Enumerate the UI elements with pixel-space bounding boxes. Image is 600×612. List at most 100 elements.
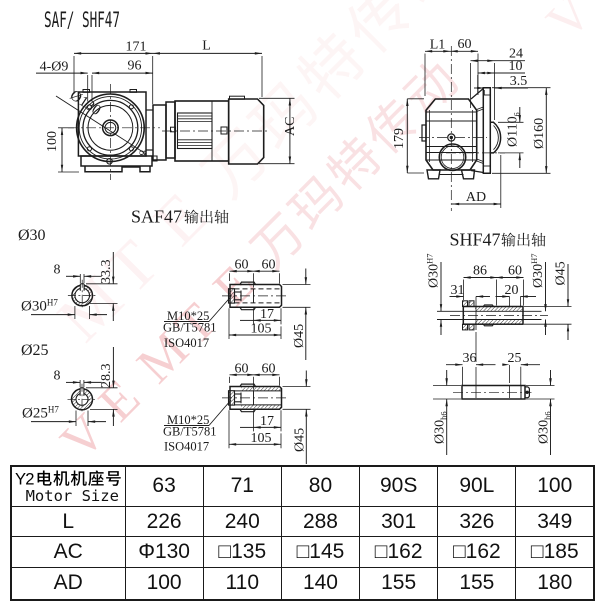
dim-arrowhead (439, 304, 443, 312)
drawing-polyline (482, 304, 494, 307)
saf-shaft-30 (222, 281, 288, 311)
dim-8-rotated: 8 (137, 150, 149, 156)
saf-note-25: M10*25 GB/T5781 ISO4017 (163, 399, 232, 454)
drawing-rect (82, 89, 90, 93)
dim-arrowhead (112, 409, 115, 417)
dim-arrowhead (288, 98, 292, 106)
section-hatch (241, 404, 282, 409)
table-row-AD: AD 100 110 140 155 155 180 (10, 566, 595, 601)
saf-shaft-25 (222, 383, 288, 413)
front-view-dims: 171 L 4-Ø9 96 Ø130 100 AC (36, 39, 298, 173)
dim-arrowhead (520, 363, 528, 366)
dim-arrowhead (67, 313, 75, 316)
dim-arrowhead (476, 295, 484, 298)
dim-arrowhead (73, 275, 81, 278)
dim-arrowhead (305, 379, 308, 387)
dim-28p3: 28.3 (99, 364, 114, 389)
dim-arrowhead (247, 269, 255, 273)
dim-60: 60 (458, 37, 472, 52)
dim-arrowhead (68, 420, 76, 423)
note-m10: M10*25 (167, 309, 209, 323)
motor-size-value: 100 (515, 465, 595, 507)
section-hatch (462, 300, 468, 307)
saf-title-latin: SAF47 (131, 207, 182, 227)
table-value: 349 (515, 505, 595, 538)
motor-size-value: 80 (280, 465, 361, 507)
dim-arrowhead (247, 373, 255, 377)
table-value: □185 (515, 536, 595, 568)
shf-title-latin: SHF47 (450, 230, 501, 250)
shf-shaft-dims: 36 25 Ø30h6 Ø30h6 (433, 351, 555, 455)
dim-arrowhead (254, 52, 262, 55)
dim-171: 171 (126, 40, 147, 55)
dim-3p5: 3.5 (510, 74, 528, 89)
page-title: SAF/ SHF47 (44, 8, 120, 32)
dim-key8-30: 8 (54, 263, 61, 278)
dim-L: L (202, 39, 211, 54)
dim-arrowhead (452, 202, 460, 206)
dim-arrowhead (545, 166, 548, 174)
dim-arrowhead (439, 319, 443, 327)
dim-arrowhead (566, 299, 570, 307)
dim-arrowhead (273, 333, 281, 337)
dim-105: 105 (251, 431, 272, 446)
watermark-latin-repeat: VEMTE (536, 0, 600, 50)
table-row-label: AD (10, 566, 126, 601)
drawing-polyline (152, 155, 158, 162)
dim-arrowhead (72, 381, 81, 384)
dim-arrowhead (487, 71, 495, 75)
dim-O160: Ø160 (532, 118, 547, 149)
dim-arrowhead (92, 71, 100, 75)
dim-O30H7: Ø30H7 (21, 298, 58, 315)
section-hatch (475, 306, 523, 312)
drawing-rect (220, 126, 228, 135)
dim-arrowhead (304, 277, 308, 285)
drawing-path (490, 121, 502, 154)
dim-AD: AD (466, 190, 486, 205)
dim-31: 31 (451, 283, 465, 298)
section-hatch (468, 300, 475, 307)
keyway-mask (80, 387, 84, 397)
dim-O30h6-right: Ø30h6 (537, 411, 553, 444)
shf-sleeve-dims: 86 60 31 20 Ø30H7 Ø30H7 Ø45 (425, 253, 572, 340)
table-value: □135 (202, 536, 282, 568)
dim-25: 25 (508, 351, 522, 366)
dim-O45: Ø45 (292, 324, 307, 348)
table-value: □162 (437, 536, 517, 568)
drawing-line (470, 169, 484, 174)
drawing-rect (229, 95, 245, 100)
shf-title-cjk (501, 232, 546, 247)
label-O25: Ø25 (21, 342, 49, 359)
dim-arrowhead (544, 319, 547, 327)
dim-17: 17 (260, 307, 274, 322)
drawing-circle (86, 146, 93, 152)
section-hatch (468, 323, 475, 331)
table-value: Φ130 (124, 536, 204, 568)
motor-size-value: 71 (202, 465, 282, 507)
dim-arrowhead (518, 115, 521, 123)
dim-86: 86 (473, 264, 487, 279)
saf-shaft-25-dims: 60 60 17 105 Ø45 (228, 361, 311, 464)
dim-arrowhead (89, 313, 97, 316)
motor-size-value: 90S (359, 465, 439, 507)
dim-arrowhead (145, 71, 153, 75)
dim-arrowhead (476, 363, 484, 366)
dim-96: 96 (128, 59, 142, 74)
dim-arrowhead (520, 295, 528, 298)
saf-shaft-30-dims: 60 60 17 105 Ø45 (228, 258, 311, 360)
drawing-polyline (239, 383, 257, 387)
drawing-path (493, 125, 499, 151)
dim-arrowhead (456, 295, 464, 298)
table-header-latin: Motor Size (25, 486, 119, 505)
dim-10: 10 (509, 59, 523, 74)
dim-arrowhead (455, 363, 463, 366)
dim-arrowhead (516, 276, 524, 279)
watermark-line-repeat: VEMTE (536, 0, 600, 50)
dim-arrowhead (74, 52, 82, 55)
svg-text:2: 2 (25, 469, 34, 488)
drawing-polyline (239, 281, 257, 285)
dim-arrowhead (272, 269, 280, 273)
